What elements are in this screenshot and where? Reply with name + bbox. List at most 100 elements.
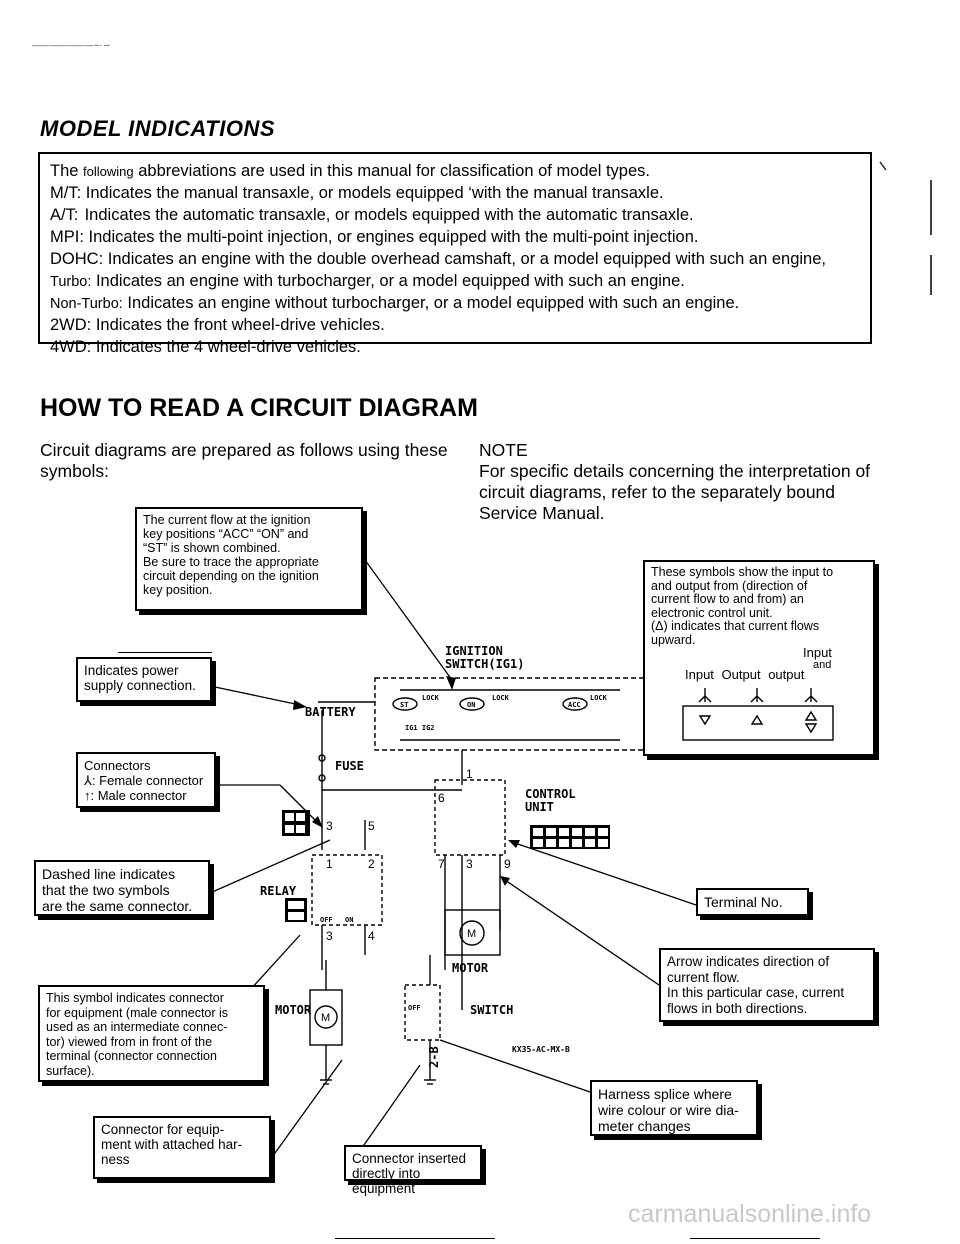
model-item: 2WD: Indicates the front wheel-drive veh…	[50, 316, 385, 335]
callout-symbols: These symbols show the input to and outp…	[643, 560, 875, 756]
intro-the: The	[50, 162, 79, 180]
relay-pin-1: 1	[326, 857, 333, 871]
motor-m: M	[467, 928, 476, 940]
note-block: NOTE For specific details concerning the…	[479, 440, 889, 524]
switch-label: SWITCH	[470, 1003, 513, 1017]
pin-9: 9	[504, 857, 511, 871]
key-st: ST	[400, 701, 408, 709]
callout-line: (Δ) indicates that current flows	[651, 619, 820, 633]
pin-5: 5	[368, 819, 375, 833]
abbr: A/T:	[50, 206, 79, 224]
callout-line: : Male connector	[90, 788, 187, 803]
relay-pin-4: 4	[368, 929, 375, 943]
relay-pin-3: 3	[326, 929, 333, 943]
intro-following: following	[83, 164, 134, 179]
callout-harness: Harness splice where wire colour or wire…	[590, 1080, 758, 1136]
watermark: carmanualsonline.info	[628, 1200, 872, 1228]
model-item: 4WD: Indicates the 4 wheel-drive vehicle…	[50, 338, 361, 357]
wire-code: 2-B	[427, 1046, 441, 1068]
model-intro: The following abbreviations are used in …	[50, 162, 650, 181]
callout-line: upward.	[651, 632, 696, 647]
switch-ig1-label: SWITCH(IG1)	[445, 657, 524, 671]
abbr: 4WD:	[50, 338, 92, 356]
abbr-text: Indicates the front wheel-drive vehicles…	[95, 316, 385, 334]
circuit-diagram-title: HOW TO READ A CIRCUIT DIAGRAM	[40, 394, 478, 422]
intro-rest: abbreviations are used in this manual fo…	[138, 162, 650, 180]
motor-left-label: MOTOR	[275, 1003, 312, 1017]
symbol-labels: Input Output output	[685, 668, 804, 682]
female-connector-row: ⅄: Female connector	[84, 773, 208, 788]
abbr: Turbo:	[50, 274, 92, 290]
abbr: 2WD:	[50, 316, 92, 334]
callout-line: meter changes	[598, 1118, 691, 1134]
callout-line: Arrow indicates direction of	[667, 954, 830, 969]
ignition-switch-box	[374, 677, 660, 751]
pin-3: 3	[326, 819, 333, 833]
callout-line: Harness splice where	[598, 1086, 732, 1102]
callout-equip: Connector for equip- ment with attached …	[93, 1116, 271, 1179]
callout-line: terminal (connector connection	[46, 1049, 217, 1063]
abbr-text: Indicates the manual transaxle, or model…	[85, 184, 664, 202]
symbol-labels-top: Input	[803, 645, 832, 660]
abbr-text: Indicates an engine with turbocharger, o…	[95, 272, 685, 290]
symbol-examples	[682, 688, 834, 741]
callout-line: Be sure to trace the appropriate	[143, 555, 319, 569]
motor-label: MOTOR	[452, 961, 489, 975]
model-indications-title: MODEL INDICATIONS	[40, 116, 276, 141]
callout-line: Connectors	[84, 758, 151, 773]
female-connector-icon: ⅄	[84, 773, 92, 788]
model-indications-box: The following abbreviations are used in …	[38, 152, 872, 356]
model-item: Turbo: Indicates an engine with turbocha…	[50, 272, 685, 291]
callout-line: directly into equipment	[352, 1166, 421, 1196]
callout-line: “ST” is shown combined.	[143, 541, 281, 555]
output-label-2: output	[768, 667, 805, 682]
note-line: Service Manual.	[479, 503, 605, 523]
pin-7: 7	[438, 857, 445, 871]
male-connector-row: ↑: Male connector	[84, 788, 208, 803]
abbr-text: Indicates an engine without turbocharger…	[127, 294, 740, 312]
model-item: MPI: Indicates the multi-point injection…	[50, 228, 698, 247]
header-marks: —— —— —— — -- · ·--	[32, 40, 110, 50]
callout-inserted: Connector inserted directly into equipme…	[344, 1145, 482, 1196]
callout-line: current flow to and from) an	[651, 592, 804, 606]
key-lock-1: LOCK	[422, 694, 440, 702]
abbr: Non-Turbo:	[50, 296, 123, 312]
abbr-text: Indicates the automatic transaxle, or mo…	[84, 206, 694, 224]
note-line: circuit diagrams, refer to the separatel…	[479, 482, 836, 502]
relay-pin-2: 2	[368, 857, 375, 871]
input-label: Input	[685, 667, 714, 682]
callout-power: Indicates power supply connection.	[76, 657, 212, 702]
intro-line: Circuit diagrams are prepared as follows…	[40, 440, 448, 460]
pin-1: 1	[466, 767, 473, 781]
callout-line: flows in both directions.	[667, 1000, 808, 1016]
callout-line: In this particular case, current	[667, 985, 845, 1000]
note-line: For specific details concerning the inte…	[479, 461, 871, 481]
callout-line: This symbol indicates connector	[46, 991, 224, 1005]
motor-box	[444, 909, 501, 956]
callout-dashed: Dashed line indicates that the two symbo…	[34, 860, 210, 916]
switch-box	[404, 984, 441, 1041]
model-item: DOHC: Indicates an engine with the doubl…	[50, 250, 826, 269]
power-overline	[118, 652, 212, 653]
callout-symbol-eq: This symbol indicates connector for equi…	[38, 985, 265, 1082]
callout-line: tor) viewed from in front of the	[46, 1034, 213, 1049]
abbr: DOHC:	[50, 250, 104, 268]
intro-line: symbols:	[40, 461, 110, 481]
circuit-intro: Circuit diagrams are prepared as follows…	[40, 440, 460, 482]
model-item: Non-Turbo: Indicates an engine without t…	[50, 294, 739, 313]
callout-line: wire colour or wire dia-	[598, 1102, 739, 1118]
relay-on: ON	[345, 916, 353, 924]
callout-line: : Female connector	[91, 773, 204, 788]
abbr-text: Indicates the 4 wheel-drive vehicles.	[91, 338, 361, 356]
callout-line: key positions “ACC” “ON” and	[143, 527, 309, 541]
relay-off: OFF	[320, 916, 333, 924]
motor-left-m: M	[321, 1012, 330, 1024]
note-label: NOTE	[479, 440, 528, 460]
ignition-label: IGNITION	[445, 644, 503, 658]
abbr-text: Indicates an engine with the double over…	[107, 250, 826, 268]
callout-line: for equipment (male connector is	[46, 1005, 229, 1020]
key-ig: IG1 IG2	[405, 724, 435, 732]
battery-label: BATTERY	[305, 705, 356, 719]
callout-line: Terminal No.	[704, 894, 783, 910]
